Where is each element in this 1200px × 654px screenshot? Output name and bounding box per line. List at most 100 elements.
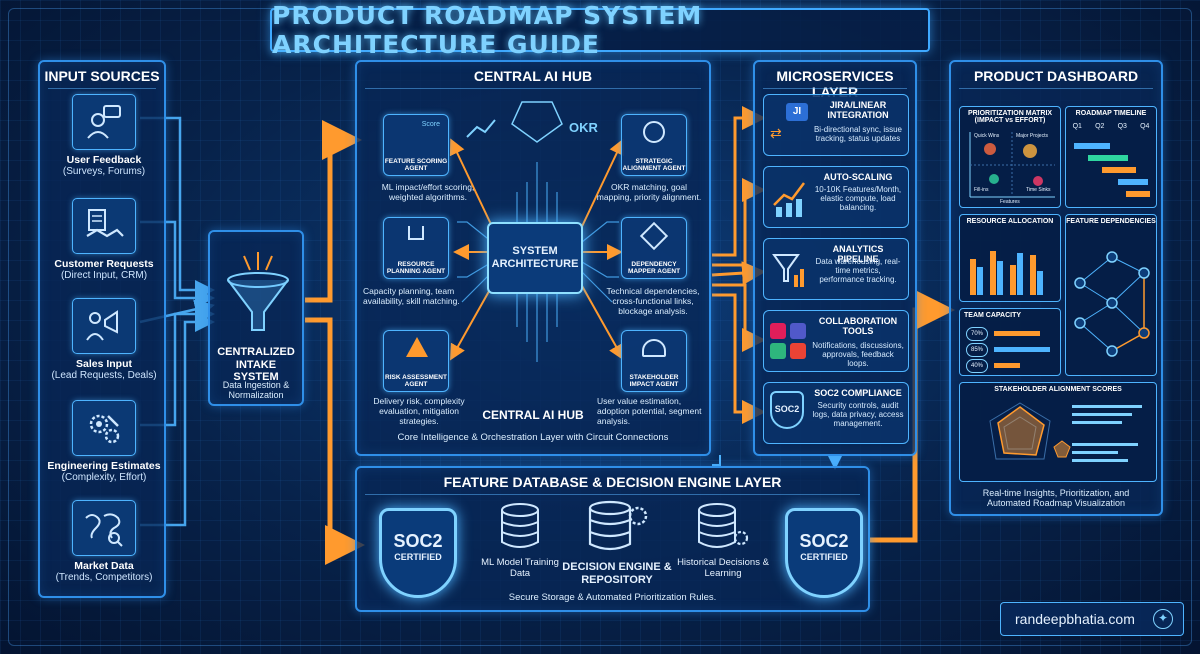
core-label: SYSTEM ARCHITECTURE [491,244,579,270]
risk-assessment-agent[interactable]: RISK ASSESSMENT AGENT [383,330,449,392]
source-market-data[interactable]: Market Data (Trends, Competitors) [40,500,168,583]
jira-linear-integration[interactable]: JI⇄ JIRA/LINEAR INTEGRATION Bi-direction… [763,94,909,156]
gantt-bar [1074,143,1110,149]
historical-decisions[interactable]: Historical Decisions & Learning [671,502,775,580]
soc2-badge-right[interactable]: SOC2 CERTIFIED [785,508,863,598]
source-name: Sales Input [75,358,132,370]
analytics-pipeline[interactable]: ANALYTICS PIPELINE Data warehousing, rea… [763,238,909,300]
database-gear-icon [588,500,648,551]
decision-engine-repository[interactable]: DECISION ENGINE & REPOSITORY [555,500,679,586]
prioritization-matrix[interactable]: PRIORITIZATION MATRIX (IMPACT vs EFFORT)… [959,106,1061,208]
agent-desc: ML impact/effort scoring, weighted algor… [381,182,475,203]
collaboration-tools[interactable]: COLLABORATION TOOLS Notifications, discu… [763,310,909,372]
auto-scaling[interactable]: AUTO-SCALING 10-10K Features/Month, elas… [763,166,909,228]
strategic-alignment-agent[interactable]: STRATEGIC ALIGNMENT AGENT [621,114,687,176]
gears-icon [72,400,136,456]
capacity-bar [994,347,1050,352]
jira-badge: JI [786,103,808,121]
roadmap-timeline[interactable]: ROADMAP TIMELINE Q1 Q2 Q3 Q4 [1065,106,1157,208]
ms-desc: 10-10K Features/Month, elastic compute, … [814,185,902,213]
network-icon [639,221,669,251]
timeline-title: ROADMAP TIMELINE [1075,110,1147,117]
stakeholder-alignment-scores[interactable]: STAKEHOLDER ALIGNMENT SCORES [959,382,1157,482]
stakeholder-impact-agent[interactable]: STAKEHOLDER IMPACT AGENT [621,330,687,392]
okr-label: OKR [569,120,598,135]
scaling-chart-icon [770,175,808,219]
soc2-compliance[interactable]: SOC2 SOC2 COMPLIANCE Security controls, … [763,382,909,444]
agent-label: FEATURE SCORING AGENT [384,157,448,172]
jira-icon: JI⇄ [770,103,808,147]
quarter-label: Q1 [1072,123,1082,130]
database-icon [501,503,539,548]
soc2-certified: CERTIFIED [394,552,442,562]
collab-apps-icon [770,319,808,363]
resource-planning-agent[interactable]: RESOURCE PLANNING AGENT [383,217,449,279]
title-banner: PRODUCT ROADMAP SYSTEM ARCHITECTURE GUID… [270,1,930,59]
dashboard-title: PRODUCT DASHBOARD [973,68,1139,84]
deps-title: FEATURE DEPENDENCIES [1066,218,1156,225]
database-footer: Secure Storage & Automated Prioritizatio… [508,592,717,603]
source-detail: (Direct Input, CRM) [60,270,148,281]
feature-database-panel: FEATURE DATABASE & DECISION ENGINE LAYER… [355,466,870,612]
hub-footer: Core Intelligence & Orchestration Layer … [397,432,669,443]
hub-title: CENTRAL AI HUB [473,68,593,84]
soc2-badge-left[interactable]: SOC2 CERTIFIED [379,508,457,598]
resource-title: RESOURCE ALLOCATION [966,218,1054,225]
capacity-gauge: 85% [966,343,988,357]
dependency-mapper-agent[interactable]: DEPENDENCY MAPPER AGENT [621,217,687,279]
warning-icon [406,337,428,357]
source-name: Engineering Estimates [47,460,161,472]
soc2-label: SOC2 [393,531,443,551]
page-title: PRODUCT ROADMAP SYSTEM ARCHITECTURE GUID… [272,1,703,59]
intake-title: CENTRALIZED INTAKE SYSTEM [217,346,295,384]
matrix-xlabel: Features [1000,199,1020,205]
capacity-gauge: 40% [966,359,988,373]
people-icon [642,339,666,357]
system-architecture-core[interactable]: SYSTEM ARCHITECTURE [487,222,583,294]
target-icon [643,121,665,143]
source-customer-requests[interactable]: Customer Requests (Direct Input, CRM) [40,198,168,281]
soc2-certified: CERTIFIED [800,552,848,562]
ms-desc: Bi-directional sync, issue tracking, sta… [813,125,903,144]
ms-desc: Data warehousing, real-time metrics, per… [815,257,901,285]
intake-detail: Data Ingestion & Normalization [222,380,290,400]
database-title: FEATURE DATABASE & DECISION ENGINE LAYER [443,474,782,490]
quarter-label: Q2 [1095,123,1105,130]
agent-label: STAKEHOLDER IMPACT AGENT [629,373,679,388]
capacity-bar [994,331,1040,336]
matrix-plot [969,132,1055,198]
db-item-label: DECISION ENGINE & REPOSITORY [562,561,672,586]
org-chart-icon [408,226,424,240]
gantt-bar [1088,155,1128,161]
funnel-icon [227,252,289,331]
intake-system-panel[interactable]: CENTRALIZED INTAKE SYSTEM Data Ingestion… [208,230,304,406]
feature-dependencies[interactable]: FEATURE DEPENDENCIES [1065,214,1157,376]
source-detail: (Complexity, Effort) [61,472,147,483]
ms-title: COLLABORATION TOOLS [818,316,898,336]
megaphone-icon [72,298,136,354]
dashboard-footer: Real-time Insights, Prioritization, and … [982,488,1130,508]
user-feedback-icon [72,94,136,150]
microservices-panel: MICROSERVICES LAYER JI⇄ JIRA/LINEAR INTE… [753,60,917,456]
stakeholder-title: STAKEHOLDER ALIGNMENT SCORES [994,386,1122,393]
resource-allocation[interactable]: RESOURCE ALLOCATION [959,214,1061,302]
central-ai-hub-panel: CENTRAL AI HUB SYSTEM ARCHITECTURE OKR S… [355,60,711,456]
team-capacity[interactable]: TEAM CAPACITY 70% 85% 40% [959,308,1061,376]
capacity-gauge: 70% [966,327,988,341]
agent-desc: Delivery risk, complexity evaluation, mi… [373,396,465,427]
brand-badge[interactable]: randeepbhatia.com ✦ [1000,602,1184,636]
source-sales-input[interactable]: Sales Input (Lead Requests, Deals) [40,298,168,381]
ms-title: SOC2 COMPLIANCE [814,388,902,398]
source-user-feedback[interactable]: User Feedback (Surveys, Forums) [40,94,168,177]
agent-desc: User value estimation, adoption potentia… [597,396,702,427]
source-name: Market Data [74,560,134,572]
ms-title: AUTO-SCALING [823,172,893,182]
source-name: Customer Requests [54,258,154,270]
radar-chart [989,402,1142,462]
source-detail: (Trends, Competitors) [55,572,153,583]
ml-training-data[interactable]: ML Model Training Data [475,502,565,580]
gantt-bar [1102,167,1136,173]
feature-scoring-agent[interactable]: Score FEATURE SCORING AGENT [383,114,449,176]
source-engineering-estimates[interactable]: Engineering Estimates (Complexity, Effor… [40,400,168,483]
ms-title: ANALYTICS PIPELINE [832,244,884,264]
